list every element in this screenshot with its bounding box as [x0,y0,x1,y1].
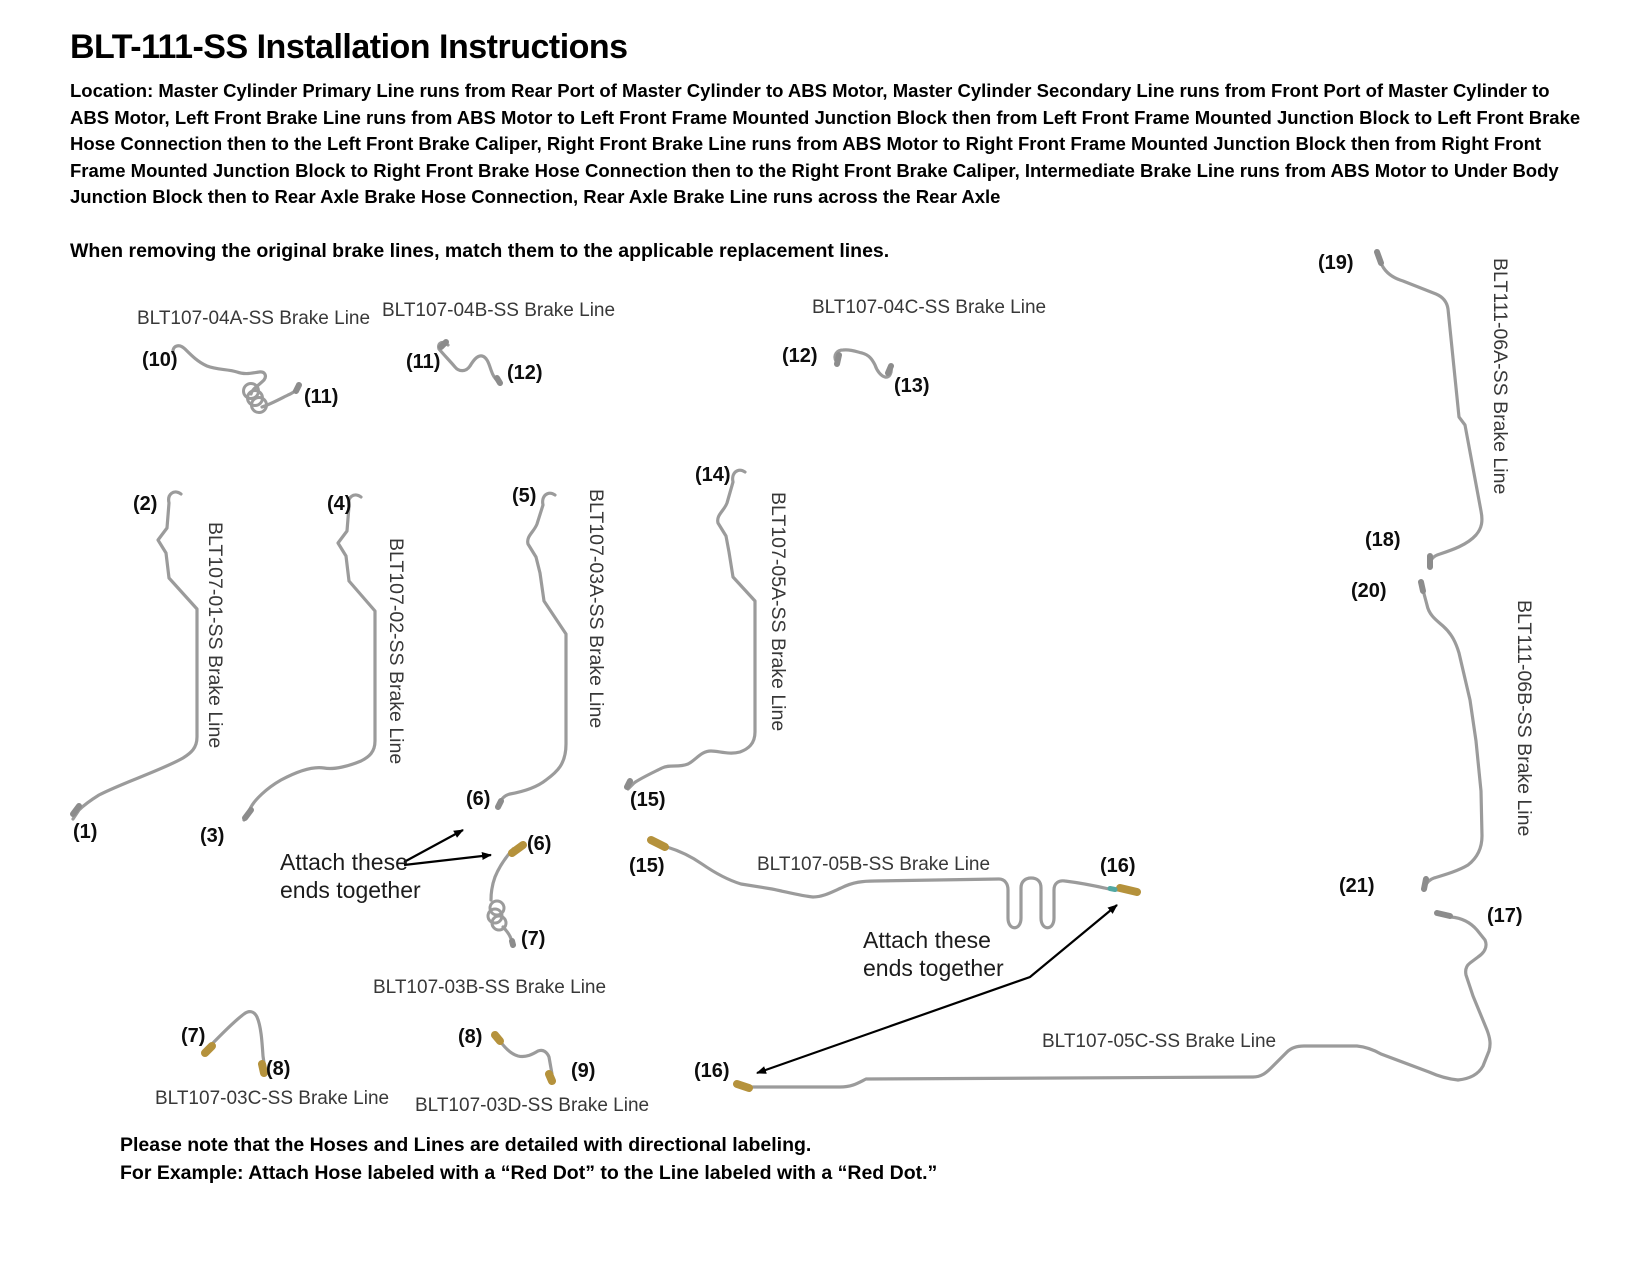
callout-10: (10) [142,349,178,371]
label-blt107-05c: BLT107-05C-SS Brake Line [1042,1031,1277,1052]
coil-loop [490,914,508,932]
label-blt107-04c: BLT107-04C-SS Brake Line [812,297,1047,318]
callout-4: (4) [327,493,352,515]
attach-note-line1: Attach these [280,849,408,875]
callout-16a: (16) [1100,855,1136,877]
attach-note-line2: ends together [280,877,421,903]
brass-fittings [201,836,1141,1092]
callout-12b: (12) [782,345,818,367]
blt107-03c-line [207,1010,267,1072]
blt107-03d-line [498,1039,554,1076]
label-blt107-02: BLT107-02-SS Brake Line [385,538,407,765]
callout-17: (17) [1487,905,1523,927]
label-blt107-05b: BLT107-05B-SS Brake Line [757,854,991,875]
gray-fittings [70,249,1453,948]
callout-11b: (11) [406,351,441,373]
page-title: BLT-111-SS Installation Instructions [70,28,628,66]
attach-arrow-left-lower [403,852,492,867]
teal-band [1107,886,1118,892]
attach-arrow-long [756,904,1118,1075]
callout-7a: (7) [521,928,546,950]
label-blt107-05a: BLT107-05A-SS Brake Line [767,492,789,732]
callout-18: (18) [1365,529,1401,551]
callout-2: (2) [133,493,158,515]
label-blt111-06b: BLT111-06B-SS Brake Line [1513,600,1535,837]
callout-21: (21) [1339,875,1375,897]
blt107-03a-line [496,491,568,810]
callout-5: (5) [512,485,537,507]
callout-11a: (11) [304,386,339,408]
attach-arrow-left-upper [403,829,464,863]
blt107-04a-line [171,344,267,396]
callout-8b: (8) [458,1026,483,1048]
callout-6b: (6) [527,833,552,855]
label-blt107-03d: BLT107-03D-SS Brake Line [415,1095,650,1116]
location-paragraph: Location: Master Cylinder Primary Line r… [70,80,1581,207]
blt111-06b-line [1421,588,1484,889]
callout-3: (3) [200,825,225,847]
label-blt111-06a: BLT111-06A-SS Brake Line [1489,258,1511,495]
attach-note-left: Attach these ends together [280,848,421,904]
label-blt107-04a: BLT107-04A-SS Brake Line [137,308,371,329]
blt107-01-line [71,490,199,821]
callout-7b: (7) [181,1025,206,1047]
callout-15a: (15) [630,789,666,811]
footer-note-1: Please note that the Hoses and Lines are… [120,1134,812,1156]
blt111-06a-line [1379,261,1484,567]
callout-12a: (12) [507,362,543,384]
label-blt107-04b: BLT107-04B-SS Brake Line [382,300,616,321]
blt107-03b-line [489,847,515,902]
blt107-05a-line [626,468,757,791]
callout-9: (9) [571,1060,596,1082]
blt107-02-line [242,493,377,822]
callout-14: (14) [695,464,731,486]
label-blt107-03a: BLT107-03A-SS Brake Line [585,489,607,729]
callout-6a: (6) [466,788,491,810]
attach-note-line1: Attach these [863,927,991,953]
attach-note-right: Attach these ends together [863,926,1004,982]
attach-note-line2: ends together [863,955,1004,981]
callout-15b: (15) [629,855,665,877]
callout-16b: (16) [694,1060,730,1082]
label-blt107-03b: BLT107-03B-SS Brake Line [373,977,607,998]
coil-loop [250,396,268,414]
label-blt107-03c: BLT107-03C-SS Brake Line [155,1088,390,1109]
label-blt107-01: BLT107-01-SS Brake Line [204,522,226,749]
callout-1: (1) [73,821,98,843]
blt107-04b-line [437,340,500,383]
footer-note-2: For Example: Attach Hose labeled with a … [120,1162,938,1184]
callout-20: (20) [1351,580,1387,602]
blt107-05c-line [743,1044,1460,1089]
callout-13: (13) [894,375,930,397]
match-note: When removing the original brake lines, … [70,240,890,262]
blt107-04a-coil [242,382,268,414]
blt107-03b-coil [486,899,508,932]
blt107-05c-riser-line [1449,915,1492,1082]
blt107-04c-line [833,348,893,379]
callout-19: (19) [1318,252,1354,274]
callout-8a: (8) [266,1058,291,1080]
